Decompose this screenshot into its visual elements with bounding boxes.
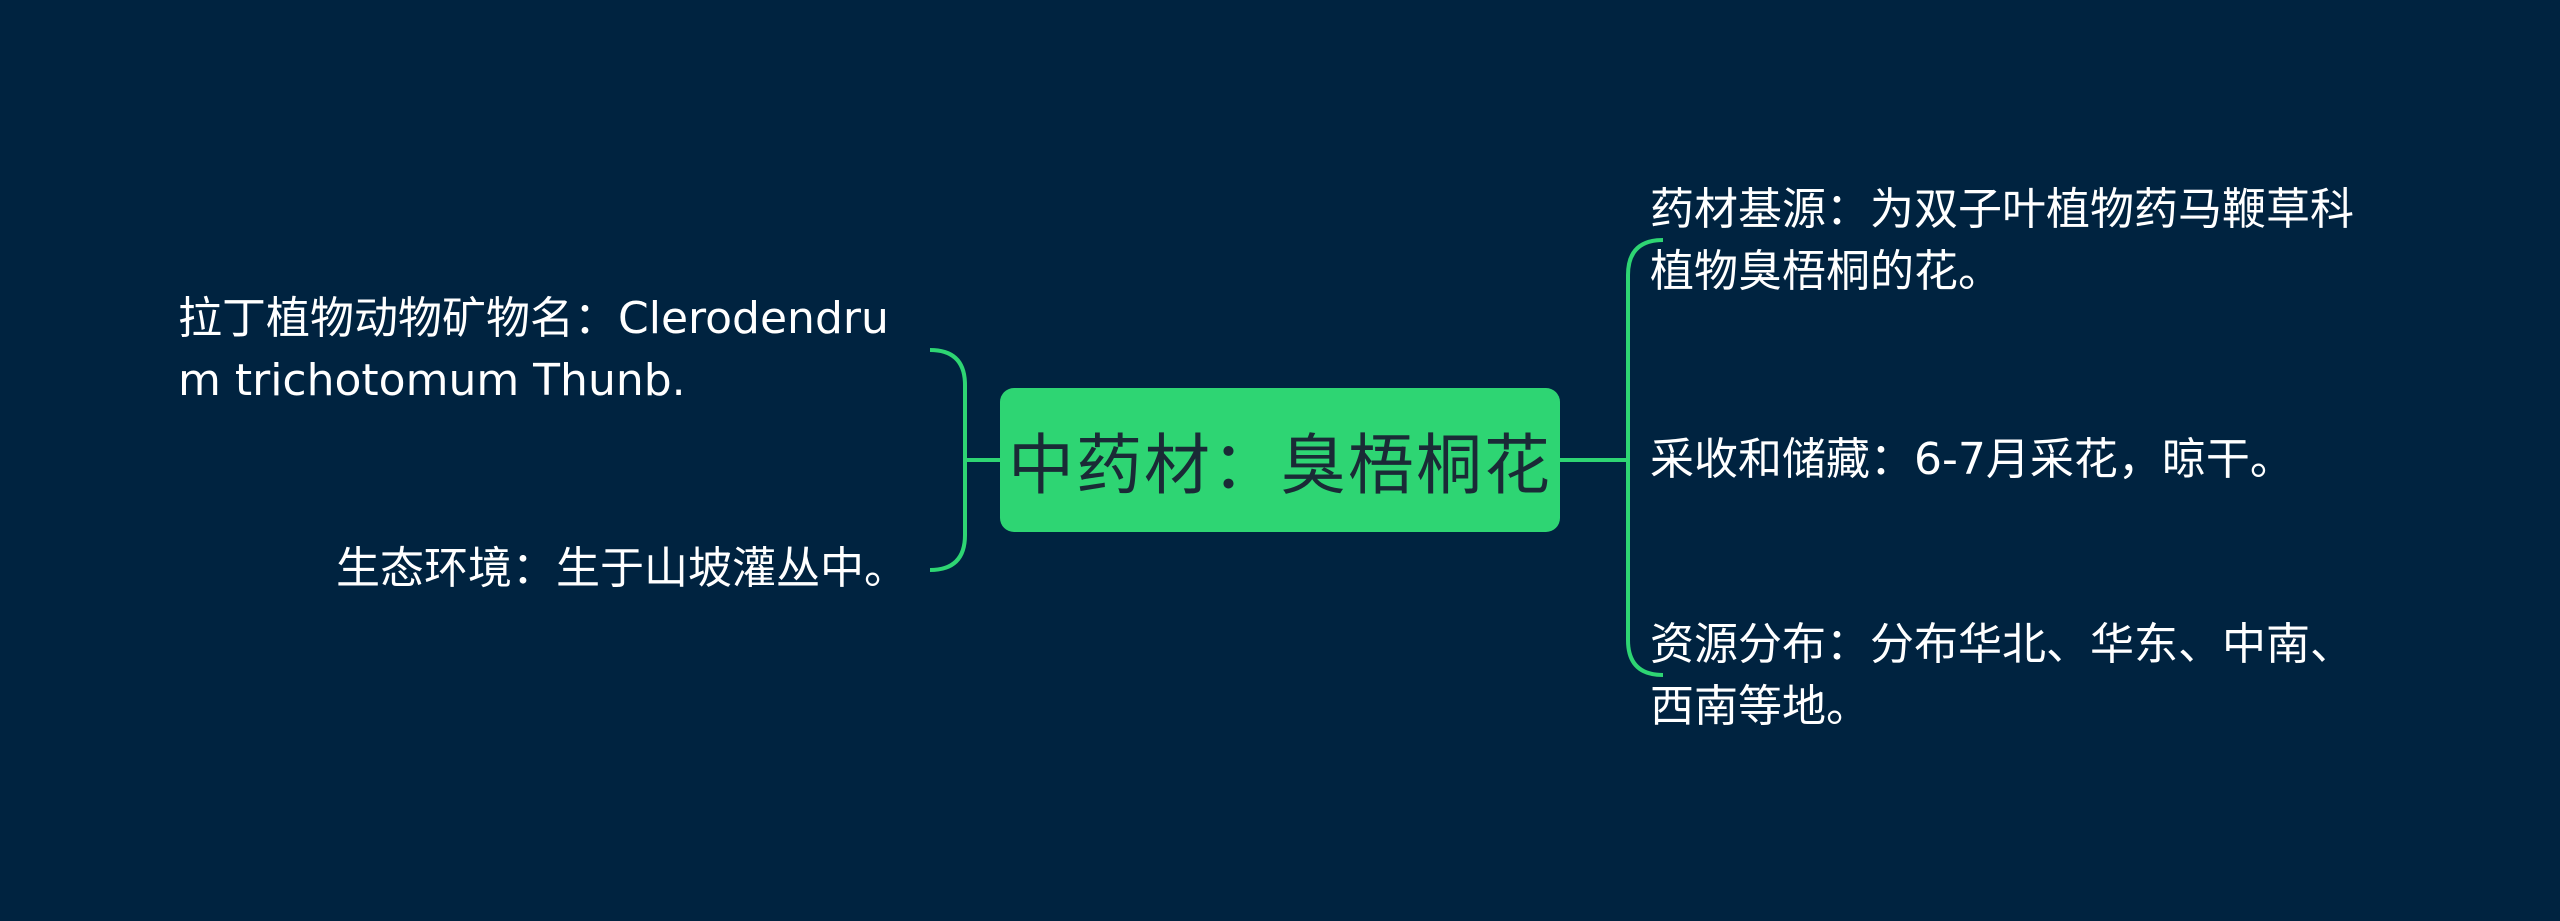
branch-distribution[interactable]: 资源分布：分布华北、华东、中南、西南等地。 bbox=[1650, 614, 2360, 738]
branch-harvest[interactable]: 采收和储藏：6-7月采花，晾干。 bbox=[1650, 429, 2410, 491]
left-connector bbox=[929, 348, 1000, 572]
branch-latin-name[interactable]: 拉丁植物动物矿物名：Clerodendrum trichotomum Thunb… bbox=[178, 288, 908, 412]
branch-habitat[interactable]: 生态环境：生于山坡灌丛中。 bbox=[178, 538, 908, 600]
branch-distribution-text: 资源分布：分布华北、华东、中南、西南等地。 bbox=[1650, 619, 2354, 732]
branch-habitat-text: 生态环境：生于山坡灌丛中。 bbox=[336, 543, 908, 594]
branch-origin[interactable]: 药材基源：为双子叶植物药马鞭草科植物臭梧桐的花。 bbox=[1650, 179, 2360, 303]
branch-harvest-text: 采收和储藏：6-7月采花，晾干。 bbox=[1650, 434, 2294, 485]
branch-origin-text: 药材基源：为双子叶植物药马鞭草科植物臭梧桐的花。 bbox=[1650, 184, 2354, 297]
right-connector bbox=[1560, 238, 1664, 677]
root-topic-label: 中药材：臭梧桐花 bbox=[1008, 427, 1552, 504]
branch-latin-name-text: 拉丁植物动物矿物名：Clerodendrum trichotomum Thunb… bbox=[178, 293, 889, 406]
root-topic[interactable]: 中药材：臭梧桐花 bbox=[1000, 388, 1560, 532]
